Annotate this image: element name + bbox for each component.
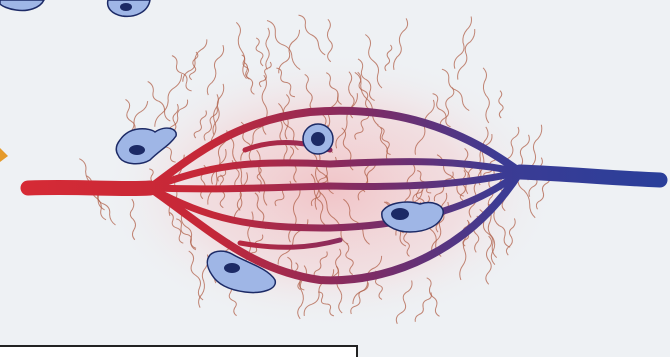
- arteriole: [28, 187, 150, 188]
- cell-center: [303, 124, 333, 154]
- caption-box: [0, 345, 358, 357]
- venule: [520, 172, 660, 180]
